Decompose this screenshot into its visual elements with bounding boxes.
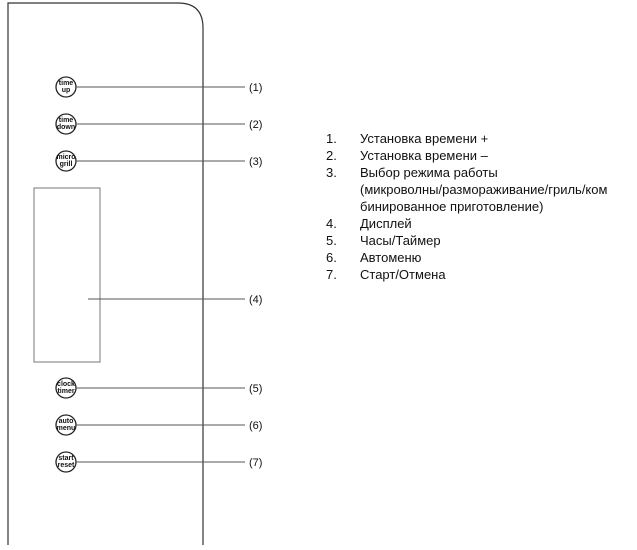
legend-item-number: 5. xyxy=(326,233,337,248)
legend-item-number: 4. xyxy=(326,216,337,231)
time-up-callout: (1) xyxy=(249,82,262,94)
legend-item-number: 6. xyxy=(326,250,337,265)
start-reset-label-1: start xyxy=(58,455,74,462)
legend-item-text: Установка времени + xyxy=(360,131,489,146)
clock-timer-button[interactable]: clock timer xyxy=(55,377,77,399)
time-down-label-2: down xyxy=(57,124,75,131)
legend-item: 3. Выбор режима работы (микроволны/размо… xyxy=(326,164,636,215)
legend-item-text: Автоменю xyxy=(360,250,422,265)
time-up-label-1: time xyxy=(59,80,74,87)
legend-item-number: 1. xyxy=(326,131,337,146)
time-down-button[interactable]: time down xyxy=(55,113,77,135)
legend-item-number: 2. xyxy=(326,148,337,163)
time-up-label-2: up xyxy=(62,87,71,94)
clock-timer-label-2: timer xyxy=(57,388,74,395)
legend-item-text: Старт/Отмена xyxy=(360,267,446,282)
display-callout: (4) xyxy=(249,294,262,306)
legend-item-text: Часы/Таймер xyxy=(360,233,441,248)
clock-timer-callout: (5) xyxy=(249,383,262,395)
legend-item: 1. Установка времени + xyxy=(326,130,636,147)
display-window xyxy=(33,187,101,363)
micro-grill-label-1: micro xyxy=(56,154,75,161)
legend-item-number: 7. xyxy=(326,267,337,282)
legend-item-text: Выбор режима работы (микроволны/размораж… xyxy=(360,165,608,214)
legend-item: 2. Установка времени – xyxy=(326,147,636,164)
time-down-label-1: time xyxy=(59,117,74,124)
micro-grill-button[interactable]: micro grill xyxy=(55,150,77,172)
clock-timer-label-1: clock xyxy=(57,381,75,388)
micro-grill-callout: (3) xyxy=(249,156,262,168)
auto-menu-label-2: menu xyxy=(57,425,76,432)
legend-item: 7. Старт/Отмена xyxy=(326,266,636,283)
legend-item: 5. Часы/Таймер xyxy=(326,232,636,249)
auto-menu-label-1: auto xyxy=(59,418,74,425)
legend-item-text: Дисплей xyxy=(360,216,412,231)
micro-grill-label-2: grill xyxy=(60,161,73,168)
start-reset-label-2: reset xyxy=(58,462,75,469)
auto-menu-button[interactable]: auto menu xyxy=(55,414,77,436)
legend-item-text: Установка времени – xyxy=(360,148,488,163)
auto-menu-callout: (6) xyxy=(249,420,262,432)
legend-item: 6. Автоменю xyxy=(326,249,636,266)
start-reset-callout: (7) xyxy=(249,457,262,469)
time-up-button[interactable]: time up xyxy=(55,76,77,98)
control-panel-outline xyxy=(7,2,204,545)
time-down-callout: (2) xyxy=(249,119,262,131)
legend-item-number: 3. xyxy=(326,165,337,180)
legend-item: 4. Дисплей xyxy=(326,215,636,232)
start-reset-button[interactable]: start reset xyxy=(55,451,77,473)
legend-list: 1. Установка времени + 2. Установка врем… xyxy=(326,130,636,283)
